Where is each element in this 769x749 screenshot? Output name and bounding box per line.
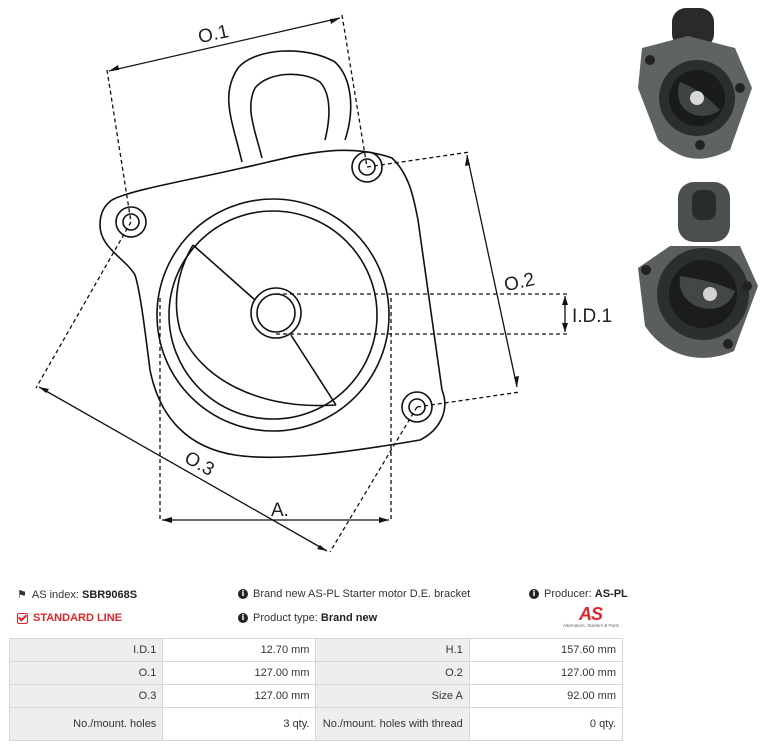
as-pl-logo: AS Alternators, Starters & Parts bbox=[563, 604, 625, 632]
spec-label: Size A bbox=[315, 684, 470, 708]
bracket-photo-bottom bbox=[638, 182, 758, 358]
label-a: A. bbox=[271, 500, 289, 521]
product-type-row: i Product type: Brand new bbox=[238, 612, 377, 624]
as-index-value: SBR9068S bbox=[82, 588, 138, 601]
mount-hole-left bbox=[122, 213, 140, 231]
spec-value: 127.00 mm bbox=[468, 661, 624, 685]
product-type-value: Brand new bbox=[320, 612, 378, 624]
top-lug-outline bbox=[227, 50, 352, 163]
label-o2: O.2 bbox=[502, 269, 536, 296]
label-o3: O.3 bbox=[181, 447, 218, 480]
top-lug-inner bbox=[250, 73, 330, 159]
spec-table: I.D.1 12.70 mm H.1 157.60 mm O.1 127.00 … bbox=[8, 638, 624, 741]
description-text: Brand new AS-PL Starter motor D.E. brack… bbox=[253, 588, 471, 600]
spec-value: 3 qty. bbox=[162, 707, 317, 741]
line-label: STANDARD LINE bbox=[33, 612, 123, 624]
window-cutout bbox=[175, 244, 337, 407]
table-row: I.D.1 12.70 mm H.1 157.60 mm bbox=[8, 638, 624, 662]
mount-hole-bottom bbox=[408, 398, 426, 416]
spec-label: No./mount. holes bbox=[8, 707, 164, 741]
logo-text: AS bbox=[579, 604, 603, 624]
label-id1: I.D.1 bbox=[572, 306, 612, 327]
technical-drawing: O.1 O.2 O.3 A. I.D.1 bbox=[35, 14, 612, 553]
table-row: No./mount. holes 3 qty. No./mount. holes… bbox=[8, 707, 624, 741]
table-row: O.3 127.00 mm Size A 92.00 mm bbox=[8, 684, 624, 708]
mount-hole-bottom-ring bbox=[401, 391, 433, 423]
bore-inner bbox=[256, 293, 296, 333]
spec-label: O.1 bbox=[8, 661, 164, 685]
spec-label: No./mount. holes with thread bbox=[315, 707, 470, 741]
spec-label: I.D.1 bbox=[8, 638, 164, 662]
logo-subtext: Alternators, Starters & Parts bbox=[563, 623, 620, 628]
info-icon: i bbox=[238, 613, 248, 623]
bracket-outline bbox=[99, 149, 446, 459]
bracket-photo-top bbox=[638, 8, 752, 159]
mount-hole-top-ring bbox=[351, 151, 383, 183]
line-row: STANDARD LINE bbox=[17, 612, 122, 624]
spec-value: 127.00 mm bbox=[162, 661, 317, 685]
as-index-label: AS index: bbox=[31, 588, 79, 601]
spec-label: H.1 bbox=[315, 638, 470, 662]
dim-o2-line bbox=[466, 154, 518, 388]
dim-o1-line bbox=[108, 17, 341, 72]
info-icon: i bbox=[238, 589, 248, 599]
spec-value: 92.00 mm bbox=[468, 684, 624, 708]
spec-label: O.3 bbox=[8, 684, 164, 708]
tag-icon: ⚑ bbox=[17, 589, 27, 601]
spec-label: O.2 bbox=[315, 661, 470, 685]
mount-hole-top bbox=[358, 158, 376, 176]
dim-o3-line bbox=[38, 386, 328, 552]
body-outer-circle bbox=[156, 198, 390, 432]
producer-row: i Producer: AS-PL bbox=[529, 588, 628, 600]
body-inner-circle bbox=[168, 210, 378, 420]
check-icon bbox=[17, 612, 28, 624]
mount-hole-left-ring bbox=[115, 206, 147, 238]
producer-label: Producer: bbox=[544, 588, 592, 600]
spec-value: 12.70 mm bbox=[162, 638, 317, 662]
producer-value: AS-PL bbox=[594, 588, 628, 600]
spec-value: 0 qty. bbox=[468, 707, 624, 741]
spec-value: 127.00 mm bbox=[162, 684, 317, 708]
as-index-row: ⚑ AS index: SBR9068S bbox=[17, 588, 138, 602]
info-icon: i bbox=[529, 589, 539, 599]
spec-value: 157.60 mm bbox=[468, 638, 624, 662]
description-row: i Brand new AS-PL Starter motor D.E. bra… bbox=[238, 588, 470, 600]
table-row: O.1 127.00 mm O.2 127.00 mm bbox=[8, 661, 624, 685]
product-type-label: Product type: bbox=[253, 612, 318, 624]
bore-outer bbox=[250, 287, 302, 339]
